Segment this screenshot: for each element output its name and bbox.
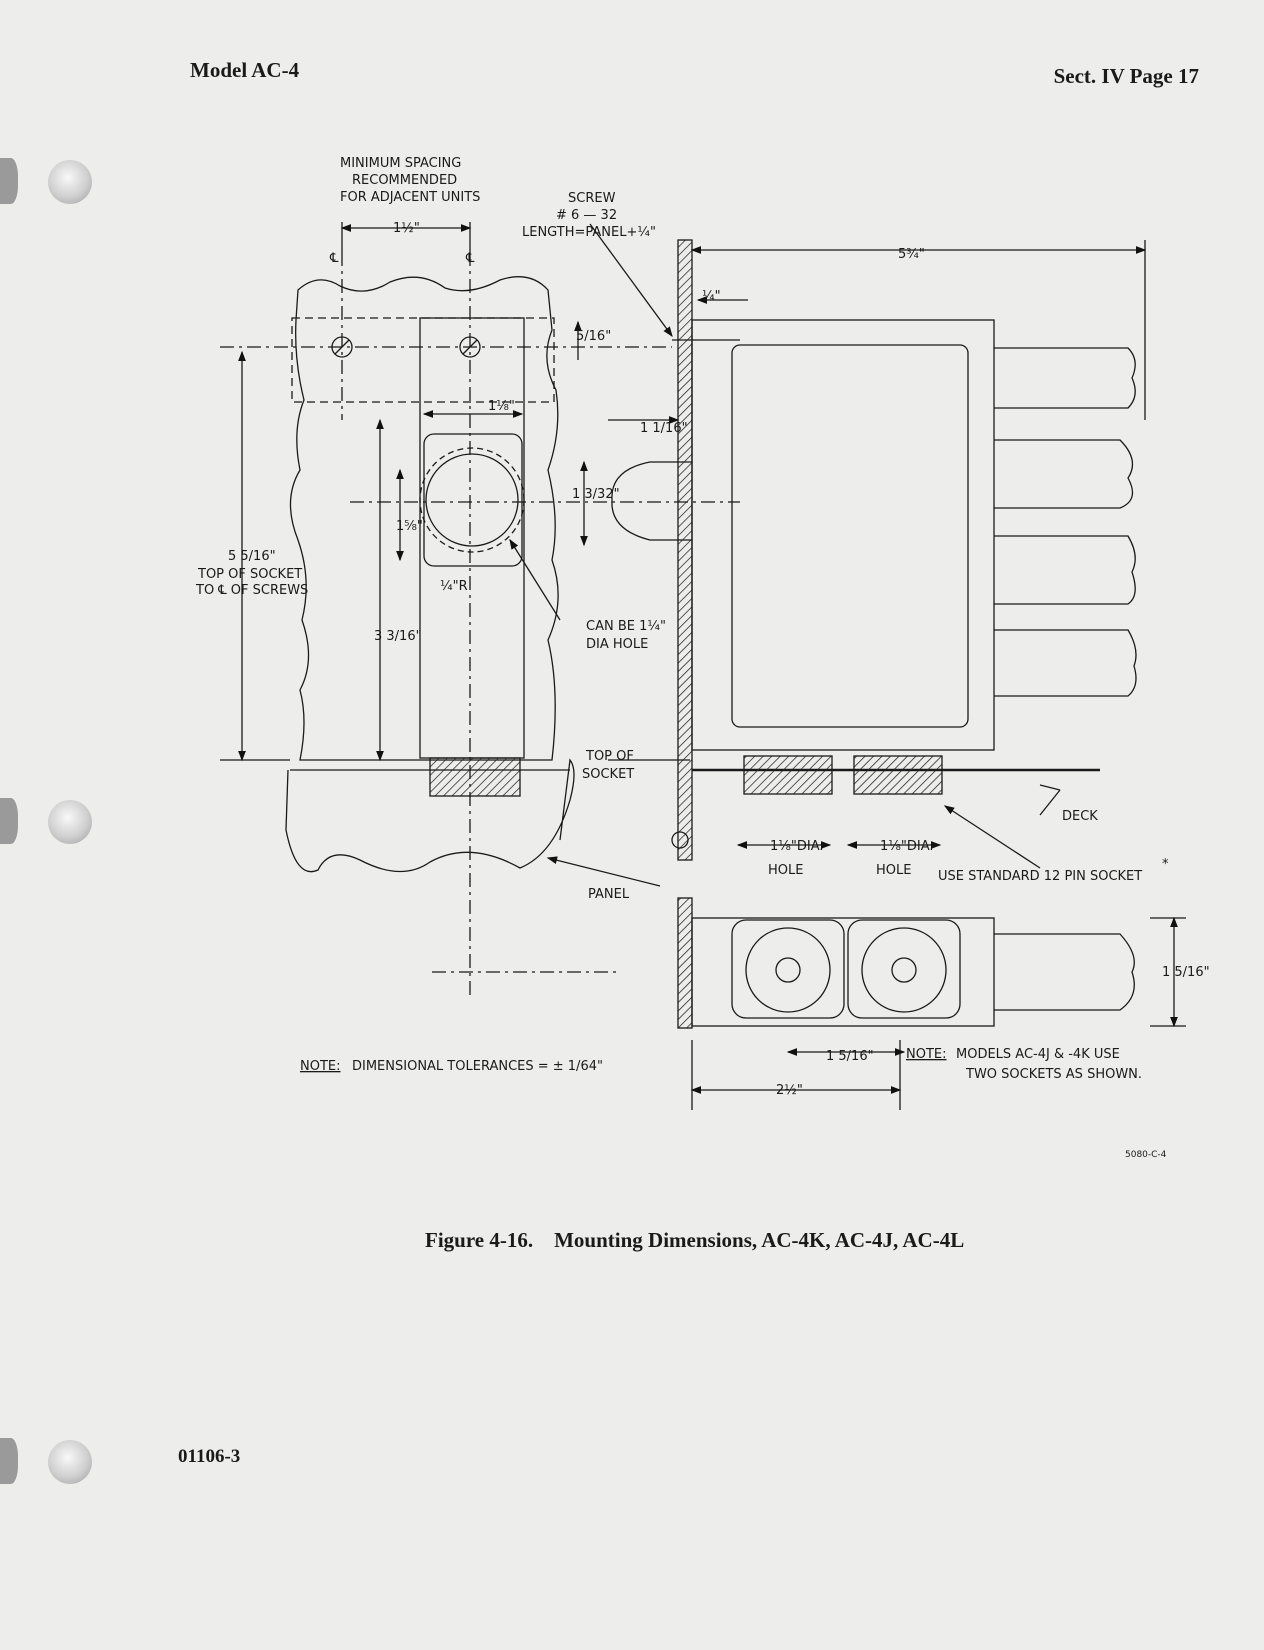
dim-2-1-2: 2½" bbox=[776, 1083, 803, 1098]
label-hole-2: HOLE bbox=[876, 863, 911, 878]
screw-left bbox=[331, 336, 353, 358]
dim-5-5-16: 5 5/16" bbox=[228, 549, 276, 564]
label-screw-3: LENGTH=PANEL+¼" bbox=[522, 225, 656, 240]
label-min-spacing-3: FOR ADJACENT UNITS bbox=[340, 190, 480, 205]
bottom-view bbox=[677, 897, 1186, 1110]
note-models-label: NOTE: bbox=[906, 1047, 947, 1062]
dim-1-1-8-top: 1⅛" bbox=[488, 399, 515, 414]
tube-hole bbox=[425, 453, 519, 547]
binder-hole-edge-bottom bbox=[0, 1438, 18, 1484]
note-models-text-1: MODELS AC-4J & -4K USE bbox=[956, 1047, 1120, 1062]
label-top-of-socket-2: SOCKET bbox=[582, 767, 634, 782]
label-top-socket-screws-1: TOP OF SOCKET bbox=[197, 567, 302, 582]
binder-hole-top bbox=[48, 160, 92, 204]
dim-1-1-16: 1 1/16" bbox=[640, 421, 688, 436]
adjacent-unit-outline bbox=[291, 317, 555, 403]
note-tolerance-label: NOTE: bbox=[300, 1059, 341, 1074]
binder-hole-middle bbox=[48, 800, 92, 844]
label-can-be-1: CAN BE 1¼" bbox=[586, 619, 666, 634]
label-min-spacing-1: MINIMUM SPACING bbox=[340, 156, 461, 171]
label-dia-hole-2: 1⅛"DIA. bbox=[880, 839, 934, 854]
note-tolerance-text: DIMENSIONAL TOLERANCES = ± 1/64" bbox=[352, 1059, 603, 1074]
label-deck: DECK bbox=[1062, 809, 1098, 824]
label-can-be-2: DIA HOLE bbox=[586, 637, 648, 652]
socket-pins-front bbox=[429, 757, 521, 797]
document-number: 01106-3 bbox=[178, 1446, 241, 1467]
label-spacing-dim: 1½" bbox=[393, 221, 420, 236]
dim-1-5-8: 1⅝" bbox=[396, 519, 423, 534]
socket-1 bbox=[745, 927, 831, 1013]
dim-5-3-4: 5¾" bbox=[898, 247, 925, 262]
front-view bbox=[220, 222, 740, 995]
label-hole-1: HOLE bbox=[768, 863, 803, 878]
unit-body bbox=[691, 319, 995, 751]
header-model: Model AC-4 bbox=[190, 58, 300, 82]
binder-hole-edge-middle bbox=[0, 798, 18, 844]
centerline-right: ℄ bbox=[465, 251, 475, 266]
panel-breakout-outline bbox=[289, 276, 559, 761]
binder-hole-bottom bbox=[48, 1440, 92, 1484]
side-view bbox=[574, 223, 1147, 869]
mounting-panel bbox=[677, 239, 693, 861]
tube-1 bbox=[994, 347, 1136, 409]
front-tube bbox=[611, 461, 692, 541]
label-screw-1: SCREW bbox=[568, 191, 616, 206]
dim-1-5-16-side: 1 5/16" bbox=[1162, 965, 1210, 980]
tube-3 bbox=[994, 535, 1136, 605]
label-min-spacing-2: RECOMMENDED bbox=[352, 173, 457, 188]
dim-1-4: ¼" bbox=[702, 289, 721, 304]
bottom-body bbox=[691, 917, 995, 1027]
label-radius: ¼"R bbox=[440, 579, 468, 594]
dim-5-16: 5/16" bbox=[576, 329, 611, 344]
socket-side-1 bbox=[743, 755, 833, 795]
figure-reference: 5080-C-4 bbox=[1125, 1150, 1167, 1160]
bottom-tube bbox=[994, 933, 1135, 1011]
dim-1-3-32: 1 3/32" bbox=[572, 487, 620, 502]
socket-plate-2 bbox=[847, 919, 961, 1019]
panel-breakout-lower bbox=[285, 758, 575, 873]
label-top-socket-screws-2: TO ℄ OF SCREWS bbox=[195, 583, 308, 598]
dim-3-3-16: 3 3/16" bbox=[374, 629, 422, 644]
bottom-panel bbox=[677, 897, 693, 1029]
label-top-of-socket-1: TOP OF bbox=[585, 749, 634, 764]
drawing-labels: MINIMUM SPACING RECOMMENDED FOR ADJACENT… bbox=[195, 156, 1210, 1098]
header-section-page: Sect. IV Page 17 bbox=[1053, 64, 1199, 88]
socket-side-2 bbox=[853, 755, 943, 795]
centerline-left: ℄ bbox=[329, 251, 339, 266]
note-models-text-2: TWO SOCKETS AS SHOWN. bbox=[965, 1067, 1142, 1082]
figure-caption: Figure 4-16. Mounting Dimensions, AC-4K,… bbox=[425, 1228, 965, 1252]
label-use-standard: USE STANDARD 12 PIN SOCKET bbox=[938, 869, 1142, 884]
label-asterisk: * bbox=[1162, 857, 1169, 872]
tube-4 bbox=[994, 629, 1137, 697]
tube-2 bbox=[994, 439, 1134, 509]
dim-1-5-16-bottom: 1 5/16" bbox=[826, 1049, 874, 1064]
socket-plate-1 bbox=[731, 919, 845, 1019]
socket-2 bbox=[861, 927, 947, 1013]
socket-cutout bbox=[423, 433, 523, 567]
label-dia-hole-1: 1⅛"DIA. bbox=[770, 839, 824, 854]
label-screw-2: # 6 — 32 bbox=[556, 208, 617, 223]
binder-hole-edge-top bbox=[0, 158, 18, 204]
label-panel: PANEL bbox=[588, 887, 630, 902]
screw-right bbox=[459, 336, 481, 358]
